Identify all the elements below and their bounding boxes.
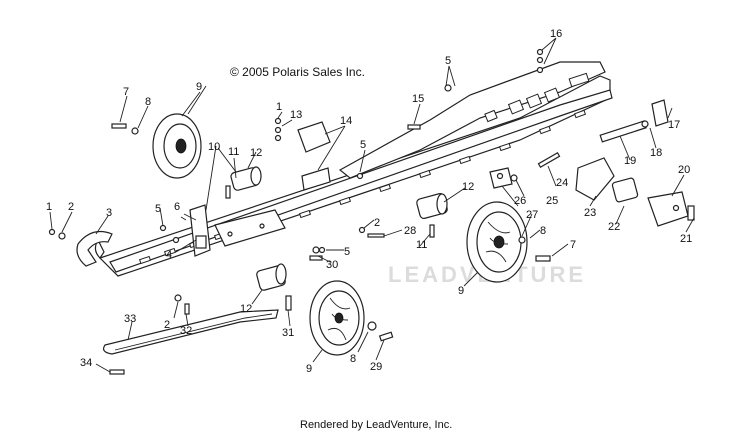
idler-wheel-top-left — [152, 113, 202, 179]
callout-5-top: 5 — [360, 139, 366, 151]
pin-19 — [599, 120, 647, 143]
callout-2-center: 2 — [374, 217, 380, 229]
callout-34: 34 — [80, 357, 92, 369]
idler-wheel-bottom — [309, 280, 365, 356]
rendered-by-caption: Rendered by LeadVenture, Inc. — [300, 419, 452, 431]
callout-26: 26 — [514, 195, 526, 207]
callout-15: 15 — [412, 93, 424, 105]
callout-24: 24 — [556, 177, 568, 189]
callout-30: 30 — [326, 259, 338, 271]
callout-9-lower: 9 — [306, 363, 312, 375]
callout-8-center: 8 — [540, 225, 546, 237]
leader-lines — [49, 37, 695, 373]
bushing-12-lower — [256, 263, 287, 291]
callout-11-left: 11 — [228, 146, 239, 158]
callout-5-upper-right: 5 — [445, 55, 451, 67]
plate-20 — [647, 191, 689, 227]
front-bumper — [76, 231, 113, 267]
callout-11-center: 11 — [416, 239, 427, 251]
callout-10: 10 — [208, 141, 220, 153]
upper-rail-windows — [484, 72, 590, 123]
callout-25: 25 — [546, 195, 558, 207]
callout-7-left: 7 — [123, 86, 129, 98]
pivot-block-22 — [611, 177, 639, 203]
callout-19: 19 — [624, 155, 636, 167]
callout-1-top: 1 — [276, 101, 282, 113]
callout-9-top-left: 9 — [196, 81, 202, 93]
callout-12-center: 12 — [462, 181, 474, 193]
callout-33: 33 — [124, 313, 136, 325]
callout-21: 21 — [680, 233, 692, 245]
front-bracket-plate — [189, 204, 286, 257]
washers-nuts — [48, 48, 680, 331]
callout-5-center: 5 — [344, 246, 350, 258]
callout-4: 4 — [166, 249, 172, 261]
callout-28: 28 — [404, 225, 416, 237]
callout-8-top-left: 8 — [145, 96, 151, 108]
callout-23: 23 — [584, 207, 596, 219]
bushing-11-upper — [230, 166, 262, 191]
callout-1-left: 1 — [46, 201, 52, 213]
callout-5-left: 5 — [155, 203, 161, 215]
callout-13: 13 — [290, 109, 302, 121]
callout-12-lower: 12 — [240, 303, 252, 315]
callout-22: 22 — [608, 221, 620, 233]
callout-2-left: 2 — [68, 201, 74, 213]
callout-7-center: 7 — [570, 239, 576, 251]
bumper-block-14 — [297, 121, 331, 191]
callout-14: 14 — [340, 115, 352, 127]
bracket-17 — [651, 99, 669, 127]
bolts — [109, 123, 695, 375]
callout-32: 32 — [180, 325, 192, 337]
callout-12-left: 12 — [250, 147, 262, 159]
callout-16: 16 — [550, 28, 562, 40]
callout-29: 29 — [370, 361, 382, 373]
callout-labels: 7 8 9 1 13 14 5 15 5 16 17 18 19 20 21 2… — [46, 28, 692, 375]
copyright-text: © 2005 Polaris Sales Inc. — [230, 65, 365, 79]
callout-17: 17 — [668, 119, 680, 131]
callout-31: 31 — [282, 327, 294, 339]
callout-3: 3 — [106, 207, 112, 219]
callout-6: 6 — [174, 201, 180, 213]
callout-27: 27 — [526, 209, 538, 221]
rear-bracket-23 — [575, 157, 615, 201]
callout-8-lower: 8 — [350, 353, 356, 365]
track-guide — [102, 309, 279, 355]
callout-2-lower: 2 — [164, 319, 170, 331]
idler-wheel-center — [466, 201, 528, 283]
callout-9-center: 9 — [458, 285, 464, 297]
callout-20: 20 — [678, 164, 690, 176]
callout-18: 18 — [650, 147, 662, 159]
bushing-12-center — [416, 193, 448, 219]
